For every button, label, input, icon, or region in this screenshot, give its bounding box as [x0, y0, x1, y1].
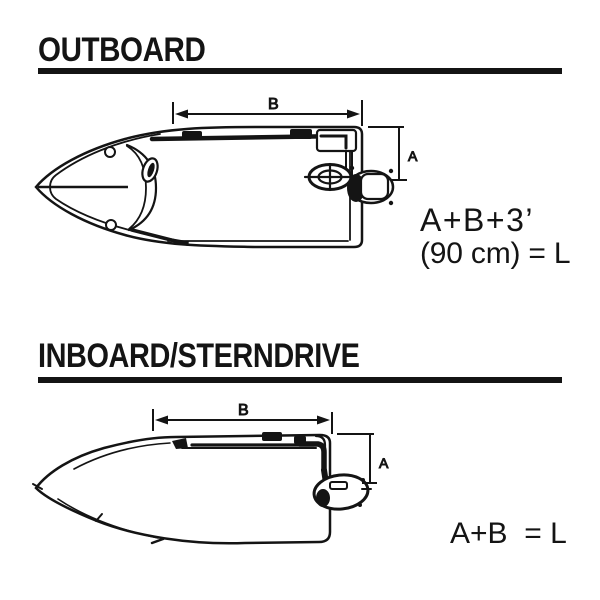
inboard-drive-bolt-2	[358, 503, 362, 507]
outboard-cleat-rear	[290, 129, 312, 139]
outboard-deck-fitting-top	[104, 146, 116, 158]
inboard-inner-line-bottom	[57, 498, 159, 539]
outboard-dim-a-label: A	[408, 148, 418, 164]
inboard-hatch-tick-1	[32, 483, 43, 490]
outboard-motor-bolt-2	[388, 200, 394, 206]
outboard-motor-bolt-1	[388, 168, 394, 174]
inboard-hatch-tick-3	[150, 537, 165, 545]
inboard-formula: A+B = L	[450, 517, 567, 551]
inboard-hull-outline	[34, 433, 332, 545]
inboard-section-divider	[38, 377, 562, 383]
outboard-boat-drawing	[34, 125, 395, 249]
inboard-dim-b-arrow-right	[317, 415, 330, 425]
outboard-cleat-front	[182, 131, 202, 140]
inboard-stern-corner-line	[314, 434, 327, 463]
outboard-section-divider	[38, 68, 562, 74]
outboard-formula-line1: A+B+3’	[420, 202, 534, 238]
inboard-section-title: INBOARD/STERNDRIVE	[38, 337, 360, 375]
inboard-windshield-blob	[172, 438, 188, 449]
outboard-motor-cowl	[359, 172, 390, 201]
outboard-dim-b-arrow-left	[175, 109, 188, 119]
inboard-dim-b-arrow-left	[155, 415, 168, 425]
inboard-dimensions: B A	[152, 402, 390, 484]
inboard-drive-notch	[329, 481, 348, 490]
outboard-windshield-inner	[126, 145, 147, 230]
outboard-dimensions: B A	[172, 96, 419, 181]
outboard-motor-well-shadow	[319, 134, 348, 150]
outboard-formula: A+B+3’(90 cm) = L	[420, 202, 571, 271]
outboard-formula-line2: (90 cm) = L	[420, 237, 571, 270]
inboard-seat-blob	[262, 432, 282, 441]
outboard-helm-fill	[147, 162, 155, 178]
inboard-drive-shadow	[316, 489, 330, 507]
outboard-deck-fitting-bottom	[105, 219, 117, 231]
outboard-dim-b-arrow-right	[347, 109, 360, 119]
outboard-motor-bolt-3	[349, 165, 355, 171]
outboard-motor-well	[315, 128, 358, 153]
inboard-stern-bracket	[297, 441, 327, 473]
inboard-drive-bolt-1	[361, 478, 365, 482]
inboard-inner-line-top	[73, 442, 171, 470]
inboard-dim-b-label: B	[238, 402, 249, 419]
outboard-section-title: OUTBOARD	[38, 31, 206, 69]
outboard-dim-b-label: B	[268, 96, 279, 113]
inboard-dim-a-label: A	[379, 455, 389, 471]
inboard-hatch-tick-2	[95, 513, 103, 522]
inboard-boat-drawing	[32, 432, 372, 545]
inboard-formula-line1: A+B = L	[450, 517, 567, 550]
